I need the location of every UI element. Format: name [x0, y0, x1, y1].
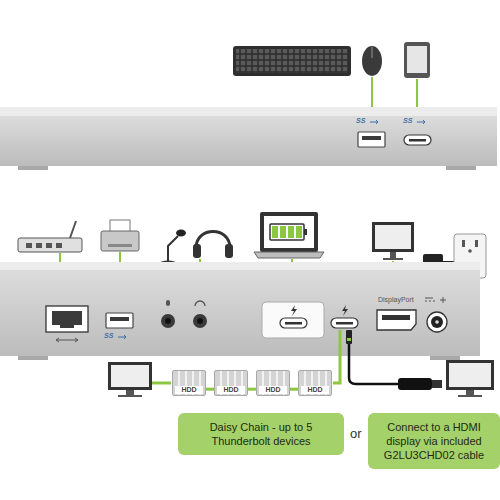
hdd-label: HDD [301, 386, 329, 394]
printer [101, 220, 139, 251]
rear-panel [0, 262, 480, 360]
daisy-chain-link [248, 389, 256, 390]
usb-logo: SS [356, 117, 365, 124]
callout-box: Connect to a HDMI display via included G… [368, 413, 500, 469]
hdd-label: HDD [259, 386, 287, 394]
hdd-label: HDD [175, 386, 203, 394]
usb-logo: SS [403, 117, 412, 124]
usb-logo: SS [104, 332, 113, 339]
daisy-chain-link [290, 389, 298, 390]
front-panel [0, 107, 497, 170]
hdd-icon: HDD [172, 370, 206, 396]
hdmi-cable [346, 330, 442, 390]
hdd-icon: HDD [298, 370, 332, 396]
monitor [372, 222, 414, 260]
hdd-icon: HDD [256, 370, 290, 396]
headphones [193, 232, 233, 259]
port-label: DisplayPort [378, 296, 414, 303]
microphone [160, 230, 186, 266]
tablet [404, 42, 430, 78]
hdd-icon: HDD [214, 370, 248, 396]
callout-text: Daisy Chain - up to 5 Thunderbolt device… [185, 420, 337, 448]
callout-box: Daisy Chain - up to 5 Thunderbolt device… [178, 413, 344, 455]
hdd-label: HDD [217, 386, 245, 394]
laptop [254, 212, 324, 258]
right-monitor [446, 360, 494, 397]
callout-text: Connect to a HDMI display via included G… [375, 420, 493, 462]
daisy-chain-link [206, 389, 214, 390]
keyboard [233, 46, 351, 76]
mouse [362, 46, 382, 76]
connector-word: or [350, 426, 362, 441]
left-monitor [108, 362, 152, 397]
router [18, 221, 82, 252]
